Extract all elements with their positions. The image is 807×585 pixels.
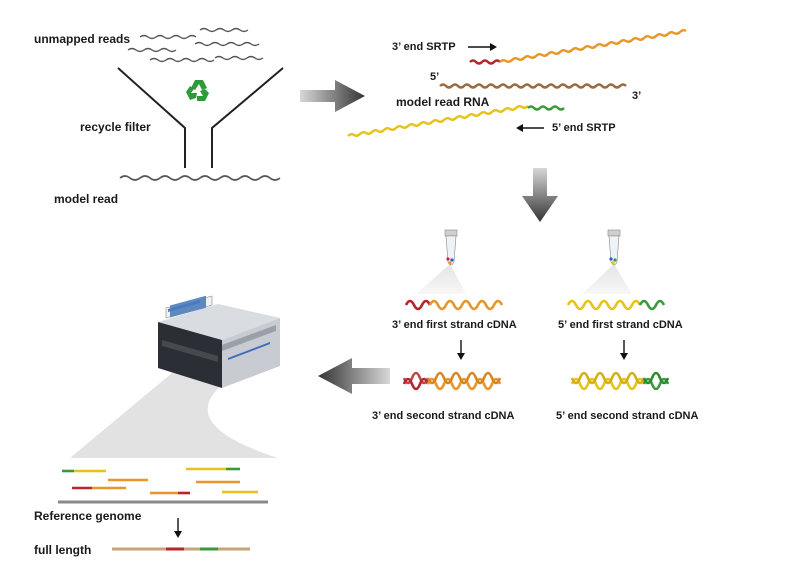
label-srtp-3: 3’ end SRTP bbox=[392, 41, 456, 53]
label-unmapped-reads: unmapped reads bbox=[34, 32, 131, 46]
tube-icon-right bbox=[582, 229, 632, 294]
arrow-srtp-5-head bbox=[516, 124, 523, 132]
label-second-strand-5: 5’ end second strand cDNA bbox=[556, 410, 699, 422]
arrow-left bbox=[318, 358, 390, 394]
label-srtp-5: 5’ end SRTP bbox=[552, 122, 616, 134]
recycle-icon bbox=[184, 78, 212, 106]
label-model-read: model read bbox=[54, 192, 119, 206]
small-arrows-first-to-second bbox=[460, 340, 625, 356]
tube-icon-left bbox=[416, 229, 466, 294]
label-full-length: full length bbox=[34, 543, 92, 557]
first-strand-5-strand bbox=[566, 299, 666, 311]
model-read-line bbox=[119, 175, 281, 181]
arrow-srtp-3-head bbox=[490, 43, 497, 51]
label-five-prime: 5’ bbox=[430, 71, 440, 83]
sequencer-beam bbox=[70, 368, 278, 458]
unmapped-reads bbox=[127, 27, 264, 63]
srtp-3-strand bbox=[469, 29, 687, 65]
model-read-rna-strand bbox=[439, 83, 627, 89]
label-model-read-rna: model read RNA bbox=[396, 95, 490, 109]
label-three-prime: 3’ bbox=[632, 90, 642, 102]
arrow-down bbox=[522, 168, 558, 222]
srtp-5-strand bbox=[347, 105, 565, 137]
small-arrow-left-head bbox=[457, 353, 465, 360]
recycle-filter-funnel bbox=[117, 67, 284, 168]
second-strand-5-helix bbox=[570, 371, 670, 391]
label-first-strand-3: 3’ end first strand cDNA bbox=[392, 319, 517, 331]
label-second-strand-3: 3’ end second strand cDNA bbox=[372, 410, 515, 422]
arrow-to-full-length-head bbox=[174, 531, 182, 538]
sequencer-icon bbox=[158, 295, 280, 388]
arrow-right bbox=[300, 80, 365, 112]
mapped-reads bbox=[62, 467, 258, 495]
label-first-strand-5: 5’ end first strand cDNA bbox=[558, 319, 683, 331]
label-reference-genome: Reference genome bbox=[34, 509, 142, 523]
first-strand-3-strand bbox=[404, 299, 504, 311]
label-recycle-filter: recycle filter bbox=[80, 120, 151, 134]
small-arrow-right-head bbox=[620, 353, 628, 360]
second-strand-3-helix bbox=[402, 371, 502, 391]
